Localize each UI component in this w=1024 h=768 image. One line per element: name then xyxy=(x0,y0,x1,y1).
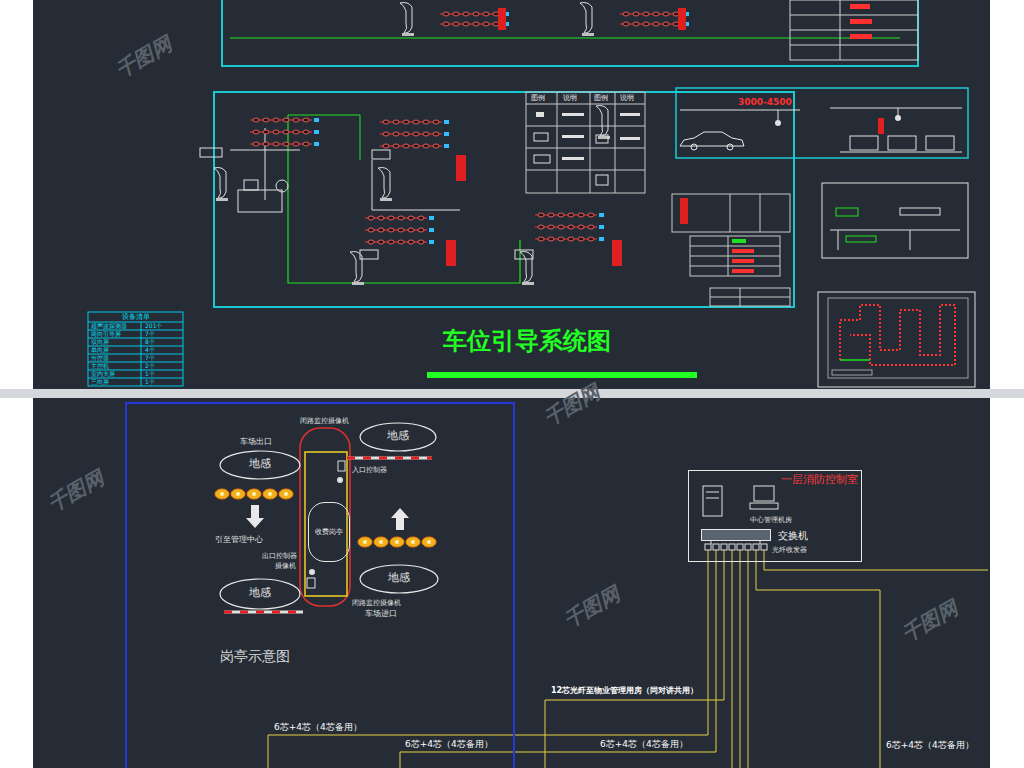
table-header: 说明 xyxy=(620,94,634,102)
table-cell: 室内大屏 xyxy=(91,371,115,378)
part-label: 车场进口 xyxy=(365,609,397,618)
dimension-label: 3000-4500 xyxy=(738,97,792,107)
part-label: 出口控制器 xyxy=(262,552,297,560)
table-cell: 7个 xyxy=(145,331,155,338)
cable-note: 6芯+4芯（4芯备用） xyxy=(600,739,688,749)
table-cell: 2个 xyxy=(145,363,155,370)
table-cell: 4个 xyxy=(145,347,155,354)
cable-note: 12芯光纤至物业管理用房（同对讲共用） xyxy=(550,686,699,695)
node-text: 交换机 xyxy=(778,530,808,542)
ellipse-shape xyxy=(360,423,436,451)
table-header: 说明 xyxy=(563,94,577,102)
table-cell: 两向引导屏 xyxy=(91,331,121,338)
table-cell: 1个 xyxy=(145,371,155,378)
part-label: 闭路监控摄像机 xyxy=(300,417,349,425)
part-label: 入口控制器 xyxy=(352,466,387,474)
part-label: 中心管理机房 xyxy=(750,516,792,524)
equipment-table-head: 设备清单 xyxy=(88,312,183,322)
ellipse-shape xyxy=(220,451,300,479)
node-text: 地感 xyxy=(219,587,301,600)
loop-sensor: 地感 xyxy=(359,422,437,452)
cable-note: 6芯+4芯（4芯备用） xyxy=(405,739,493,749)
node-text: 岗亭示意图 xyxy=(220,648,290,664)
table-cell: 双向屏 xyxy=(91,339,109,346)
ellipse-shape xyxy=(220,579,300,609)
node-text: 一层消防控制室 xyxy=(781,474,858,487)
loop-sensor: 地感 xyxy=(219,450,301,480)
node-text: 设备清单 xyxy=(88,313,183,321)
booth-region: 岗亭示意图地感地感地感地感收费岗亭 xyxy=(125,402,515,768)
table-cell: 分控器 xyxy=(91,355,109,362)
table-cell: 单向屏 xyxy=(91,347,109,354)
table-cell: 1个 xyxy=(145,379,155,386)
part-label: 闭路监控摄像机 xyxy=(352,599,401,607)
table-cell: 8个 xyxy=(145,339,155,346)
part-label: 摄像机 xyxy=(275,562,296,570)
loop-sensor: 地感 xyxy=(359,564,439,594)
table-cell: 超声波探测器 xyxy=(91,323,127,330)
table-cell: 三向屏 xyxy=(91,379,109,386)
cable-note: 6芯+4芯（4芯备用） xyxy=(274,722,362,732)
node-text: 地感 xyxy=(219,458,301,471)
cable-note: 6芯+4芯（4芯备用） xyxy=(886,740,974,750)
loop-sensor: 地感 xyxy=(219,578,301,610)
part-label: 光纤收发器 xyxy=(772,546,807,554)
node-text: 收费岗亭 xyxy=(309,528,349,536)
toll-booth: 收费岗亭 xyxy=(308,502,350,562)
diagram-title: 车位引导系统图 xyxy=(443,328,611,356)
part-label: 车场出口 xyxy=(240,437,272,446)
part-label: 引至管理中心 xyxy=(215,535,263,544)
table-cell: 7个 xyxy=(145,355,155,362)
network-switch: 交换机 xyxy=(701,529,771,541)
node-text: 地感 xyxy=(359,430,437,443)
table-cell: 主控机 xyxy=(91,363,109,370)
table-header: 图例 xyxy=(531,94,545,102)
table-cell: 201个 xyxy=(145,323,162,330)
ellipse-shape xyxy=(360,565,438,593)
node-text: 地感 xyxy=(359,572,439,585)
table-header: 图例 xyxy=(594,94,608,102)
